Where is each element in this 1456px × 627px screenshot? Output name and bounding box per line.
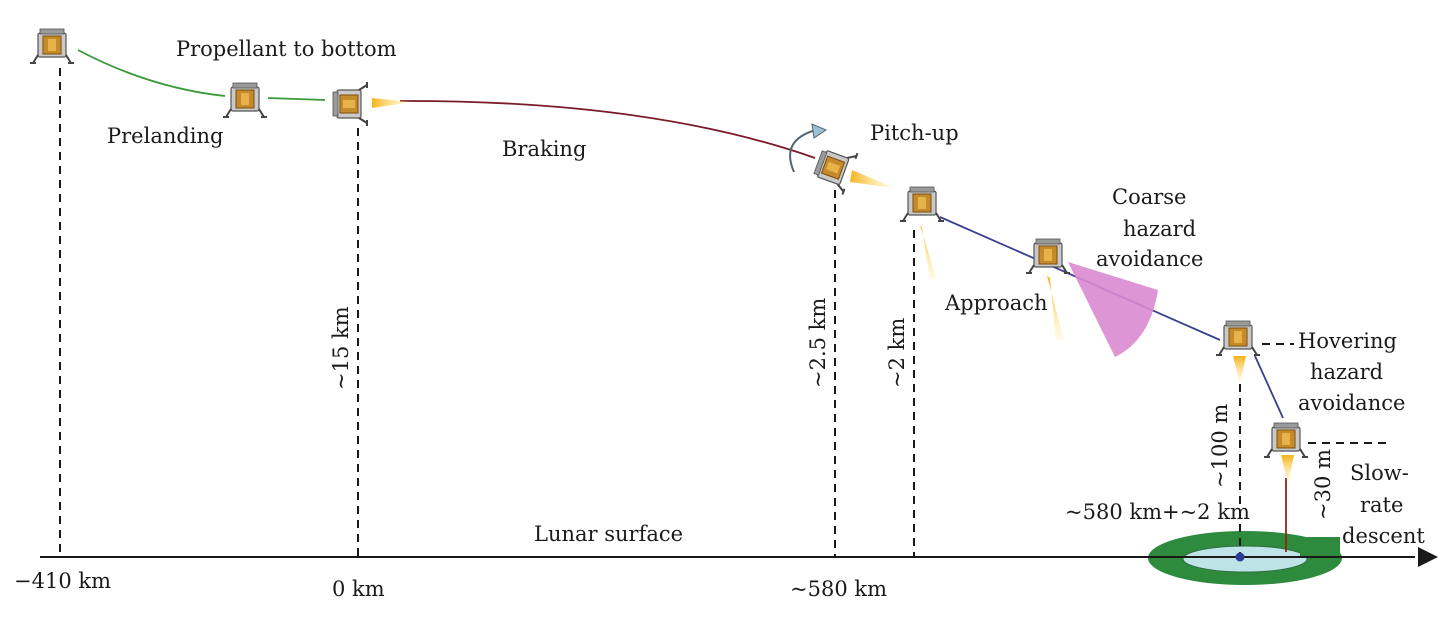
- label-slow-1: Slow-: [1350, 461, 1409, 485]
- label-prelanding: Prelanding: [107, 124, 223, 148]
- axis-tick-neg410: −410 km: [14, 569, 111, 593]
- label-pitch-up: Pitch-up: [870, 121, 959, 145]
- label-hover-2: hazard: [1310, 360, 1383, 384]
- landing-point-marker: [1235, 552, 1245, 562]
- lander-icon-braking-end: [809, 140, 859, 196]
- altitude-label-100m: ~100 m: [1208, 404, 1232, 488]
- lander-icon-slow-descent: [1263, 422, 1309, 458]
- hover-trajectory: [1254, 355, 1284, 419]
- lander-icon-prelanding: [222, 82, 268, 118]
- label-approach: Approach: [944, 291, 1048, 315]
- label-coarse-1: Coarse: [1112, 185, 1186, 209]
- flame-icon: [1281, 455, 1294, 484]
- flame-icon: [1233, 356, 1246, 384]
- lander-icon-braking-start: [332, 81, 368, 127]
- label-hover-1: Hovering: [1298, 329, 1397, 353]
- lander-icon-prelanding-start: [29, 28, 75, 64]
- label-hover-3: avoidance: [1298, 391, 1405, 415]
- flame-icon: [850, 170, 895, 188]
- altitude-label-15km: ~15 km: [329, 306, 353, 390]
- axis-tick-0: 0 km: [332, 577, 385, 601]
- flame-icon: [372, 98, 412, 108]
- flame-icon: [1047, 276, 1064, 340]
- prelanding-trajectory: [77, 49, 226, 97]
- pitch-up-arrow: [789, 129, 817, 173]
- label-range: ~580 km+~2 km: [1065, 500, 1250, 524]
- landing-zone-inner: [1182, 545, 1308, 573]
- axis-tick-580: ~580 km: [790, 577, 887, 601]
- landing-zone-tab: [1300, 537, 1340, 557]
- lander-icon-approach: [1025, 238, 1071, 274]
- label-slow-2: rate: [1360, 493, 1403, 517]
- altitude-label-30m: ~30 m: [1311, 449, 1335, 520]
- label-coarse-2: hazard: [1123, 217, 1196, 241]
- flame-icon: [920, 225, 936, 280]
- axis-arrowhead: [1418, 547, 1438, 567]
- lander-icon-hovering: [1215, 320, 1261, 356]
- braking-trajectory: [399, 100, 816, 159]
- altitude-label-2km: ~2 km: [885, 318, 909, 388]
- label-braking: Braking: [502, 137, 586, 161]
- hazard-detection-cone: [1068, 262, 1158, 357]
- lander-icon-pitch-up: [899, 186, 945, 222]
- label-coarse-3: avoidance: [1096, 247, 1203, 271]
- altitude-label-2-5km: ~2.5 km: [806, 298, 830, 388]
- label-propellant: Propellant to bottom: [176, 37, 397, 61]
- propellant-trajectory: [267, 97, 326, 101]
- pitch-up-arrowhead: [811, 123, 828, 139]
- label-slow-3: descent: [1342, 524, 1425, 548]
- label-lunar-surface: Lunar surface: [534, 522, 683, 546]
